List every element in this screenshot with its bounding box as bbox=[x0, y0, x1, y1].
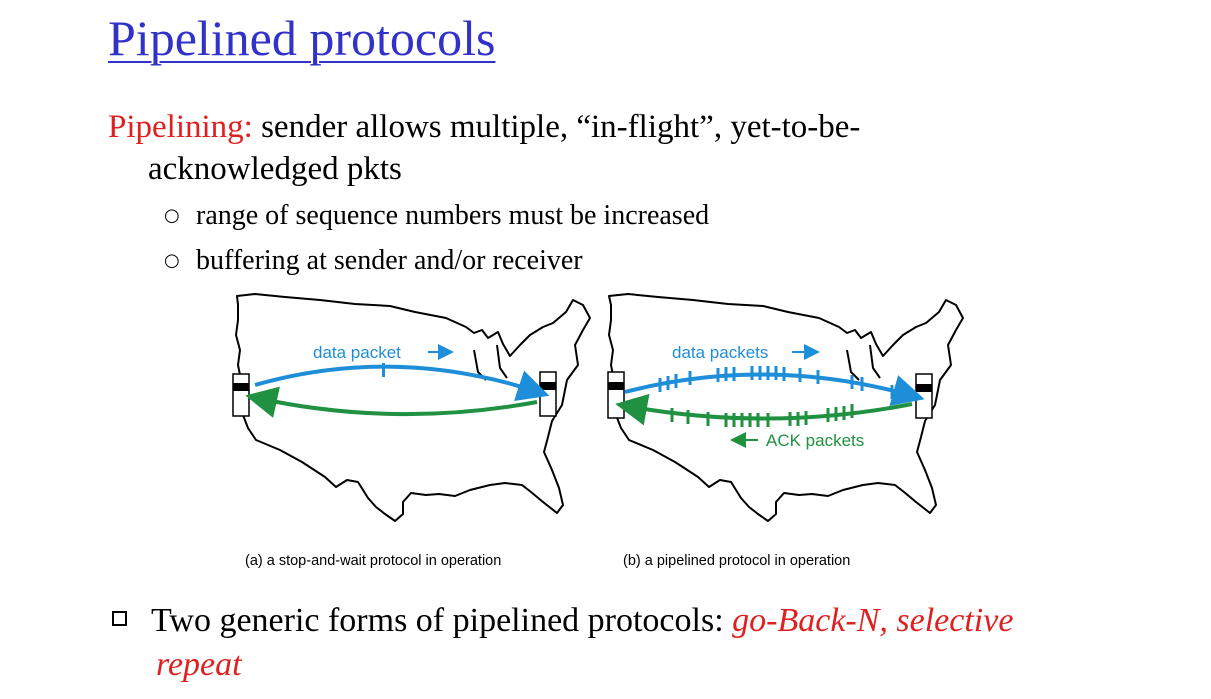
bottom-text: Two generic forms of pipelined protocols… bbox=[151, 602, 733, 639]
data-packet-ticks bbox=[658, 366, 894, 399]
square-bullet-icon bbox=[112, 611, 127, 626]
sender-host-icon bbox=[607, 371, 625, 419]
caption-stop-and-wait: (a) a stop-and-wait protocol in operatio… bbox=[245, 553, 502, 569]
sender-host-icon bbox=[232, 373, 250, 417]
intro-text-line1: sender allows multiple, “in-flight”, yet… bbox=[252, 109, 861, 145]
data-packet-label: data packet bbox=[313, 343, 401, 362]
circle-bullet-icon: ○ bbox=[164, 205, 180, 226]
bullet-text: buffering at sender and/or receiver bbox=[196, 245, 583, 276]
bullet-text: range of sequence numbers must be increa… bbox=[196, 200, 710, 231]
us-map-right: data packets ACK packets bbox=[607, 293, 964, 522]
bullet-item: ○ range of sequence numbers must be incre… bbox=[164, 199, 709, 233]
ack-packets-label: ACK packets bbox=[766, 431, 864, 450]
bullet-item: ○ buffering at sender and/or receiver bbox=[164, 244, 583, 278]
intro-text-line2: acknowledged pkts bbox=[148, 151, 402, 187]
bottom-emphasis-1: go-Back-N, selective bbox=[732, 602, 1014, 639]
intro-paragraph: Pipelining: sender allows multiple, “in-… bbox=[108, 106, 1008, 190]
receiver-host-icon bbox=[539, 371, 557, 417]
circle-bullet-icon: ○ bbox=[164, 250, 180, 271]
bottom-emphasis-2: repeat bbox=[156, 646, 242, 683]
us-map-left: data packet bbox=[232, 293, 591, 522]
slide-title: Pipelined protocols bbox=[108, 10, 496, 66]
intro-label: Pipelining: bbox=[108, 109, 253, 145]
data-packet bbox=[382, 363, 385, 377]
caption-pipelined: (b) a pipelined protocol in operation bbox=[623, 553, 851, 569]
ack-packet-ticks bbox=[670, 404, 854, 427]
data-packets-label: data packets bbox=[672, 343, 768, 362]
receiver-host-icon bbox=[915, 373, 933, 419]
bottom-bullet: Two generic forms of pipelined protocols… bbox=[112, 599, 1132, 687]
